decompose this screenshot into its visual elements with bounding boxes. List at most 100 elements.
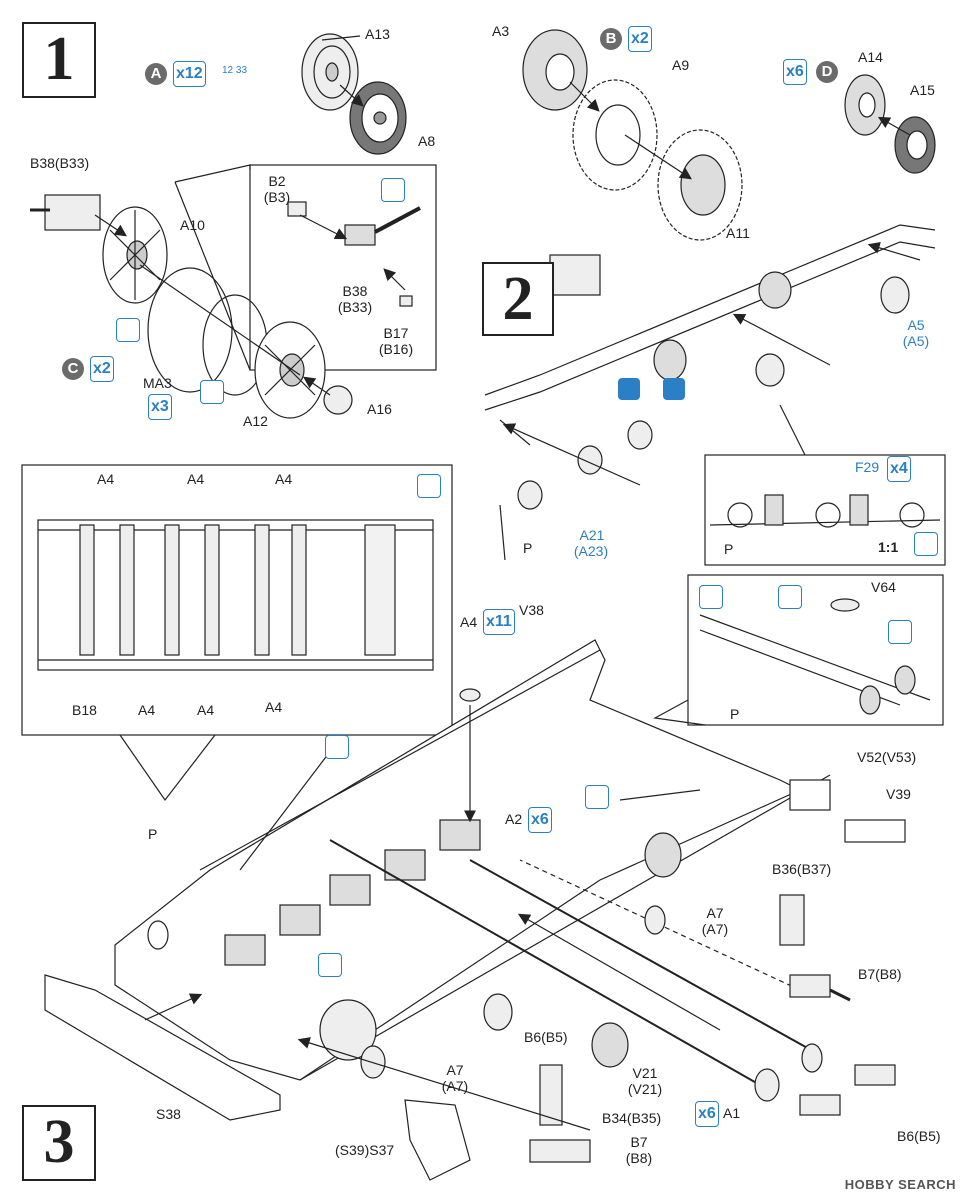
label-b7-b8: B7(B8) [858, 966, 902, 982]
label-b38-b33: B38(B33) [30, 155, 90, 171]
label-b38: B38 [342, 283, 368, 299]
label-v21: V21 [632, 1065, 658, 1081]
sprocket-a9 [572, 79, 658, 191]
hull-side-step2 [484, 224, 936, 561]
roller-a15 [894, 116, 936, 174]
drill-icon [618, 378, 640, 400]
label-a1: A1 [723, 1105, 741, 1121]
hull-bottom-detail [37, 519, 434, 671]
label-a4-top-2: A4 [187, 471, 205, 487]
label-p-detail2: P [724, 541, 734, 557]
sprocket-a11 [657, 129, 743, 241]
label-b7: B7 [630, 1134, 648, 1150]
label-b34-b35: B34(B35) [602, 1110, 662, 1126]
label-a7-b: A7 [446, 1062, 464, 1078]
sprue-marker-b: B [600, 28, 622, 50]
label-s39-s37: (S39)S37 [335, 1142, 395, 1158]
qty-badge-a2: x6 [528, 807, 552, 833]
label-b6-b5-mid: B6(B5) [524, 1029, 568, 1045]
label-v39: V39 [886, 786, 911, 802]
detail-callout-f29 [704, 454, 946, 566]
label-s38: S38 [156, 1106, 181, 1122]
drill-icon [663, 378, 685, 400]
small-ref: 12 33 [222, 65, 248, 76]
sprocket-a3 [522, 29, 588, 111]
label-a4-top-3: A4 [275, 471, 293, 487]
step-number-2: 2 [482, 262, 554, 336]
water-drop-icon [116, 318, 140, 342]
detail-callout-suspension-top [21, 464, 453, 736]
glue-icon [914, 532, 938, 556]
label-v38: V38 [519, 602, 544, 618]
label-b17: B17 [383, 325, 409, 341]
label-f29: F29 [855, 459, 880, 475]
water-drop-icon [200, 380, 224, 404]
sprue-marker-a: A [145, 63, 167, 85]
sprue-marker-c: C [62, 358, 84, 380]
label-a5-paren: (A5) [902, 333, 930, 349]
step-number-1: 1 [22, 22, 96, 98]
label-a7-a-paren: (A7) [701, 921, 729, 937]
arm-b34 [529, 1064, 591, 1163]
qty-badge-c: x2 [90, 356, 114, 382]
label-b18: B18 [72, 702, 97, 718]
wheel-a13 [301, 33, 359, 111]
arm-b7 [789, 974, 851, 1002]
detail-callout-b38 [249, 164, 437, 371]
hub-b38 [30, 194, 101, 231]
label-b33: (B33) [337, 299, 373, 315]
detail-f29-body [709, 494, 941, 528]
label-p-detail3: P [730, 706, 740, 722]
detail-v64-body [699, 598, 931, 715]
label-a13: A13 [365, 26, 390, 42]
label-a4-top-1: A4 [97, 471, 115, 487]
idler-wheel-a10 [102, 206, 168, 304]
label-a15: A15 [910, 82, 935, 98]
hull-main-step3 [114, 639, 831, 1081]
pin-icon [888, 620, 912, 644]
label-a12: A12 [243, 413, 268, 429]
wheel-a8 [349, 81, 407, 155]
label-a11: A11 [726, 225, 750, 241]
qty-badge-a4: x11 [483, 609, 515, 635]
qty-badge-b: x2 [628, 26, 652, 52]
arm-b36 [779, 894, 805, 946]
qty-badge-d: x6 [783, 59, 807, 85]
scale-label: 1:1 [878, 539, 899, 555]
label-a5: A5 [907, 317, 925, 333]
detail-callout-v64 [687, 574, 944, 726]
label-v21-paren: (V21) [627, 1081, 663, 1097]
label-v64: V64 [871, 579, 896, 595]
label-p-main: P [148, 826, 158, 842]
cement-icon [778, 585, 802, 609]
cap-a16 [323, 385, 353, 415]
cap-v21 [591, 1022, 629, 1068]
cement-icon [318, 953, 342, 977]
torsion-bar-b [469, 859, 821, 1056]
label-a4-bot-1: A4 [138, 702, 156, 718]
label-v52-v53: V52(V53) [857, 749, 917, 765]
label-b3: (B3) [263, 189, 291, 205]
label-a23: (A23) [573, 543, 609, 559]
torsion-bar-a1 [329, 839, 761, 1086]
glue-icon [699, 585, 723, 609]
rubber-band-ma3-a [147, 267, 233, 393]
qty-badge-a: x12 [173, 61, 206, 87]
idler-wheel-a12 [254, 321, 326, 419]
label-a14: A14 [858, 49, 883, 65]
label-a8: A8 [418, 133, 436, 149]
label-a4-bot-3: A4 [265, 699, 283, 715]
glue-icon [381, 178, 405, 202]
label-b16: (B16) [378, 341, 414, 357]
cement-icon [325, 735, 349, 759]
qty-badge-f29: x4 [887, 456, 911, 482]
cement-icon [585, 785, 609, 809]
label-p-step2: P [523, 540, 533, 556]
label-a10: A10 [180, 217, 205, 233]
sprue-marker-d: D [816, 61, 838, 83]
label-a4-bot-2: A4 [197, 702, 215, 718]
glue-icon [417, 474, 441, 498]
label-b8: (B8) [625, 1150, 653, 1166]
label-a21: A21 [579, 527, 605, 543]
